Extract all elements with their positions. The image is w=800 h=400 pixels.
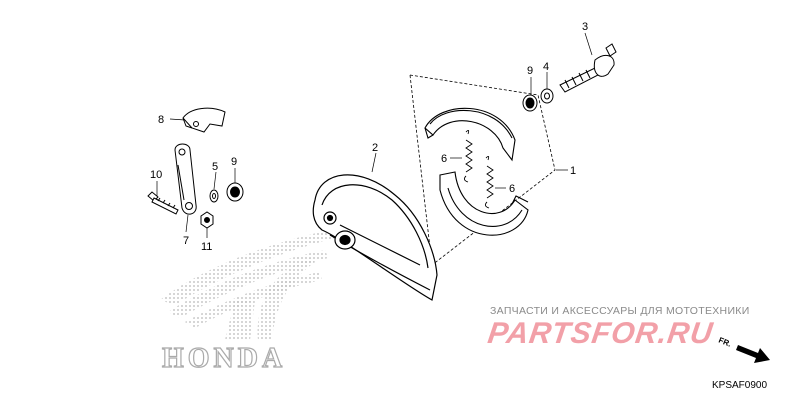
callout-1: 1 — [570, 165, 576, 177]
callout-6-upper: 6 — [441, 153, 447, 165]
callout-3: 3 — [582, 21, 588, 33]
brake-cam — [559, 43, 617, 93]
fr-label: FR. — [717, 336, 732, 349]
bolt — [147, 191, 179, 215]
rod-bracket — [182, 107, 226, 133]
shoe-spring-right — [484, 155, 494, 209]
callout-9-lower: 9 — [231, 156, 237, 168]
bearing-upper — [522, 94, 538, 112]
bearing-lower — [226, 182, 244, 202]
callout-4: 4 — [543, 61, 549, 73]
callout-7: 7 — [183, 235, 189, 247]
brake-shoe-lower — [439, 171, 529, 236]
washer-lower — [209, 189, 219, 203]
callout-10: 10 — [150, 169, 162, 181]
callout-8: 8 — [158, 114, 164, 126]
callout-5: 5 — [212, 161, 218, 173]
brake-shoe-upper — [424, 107, 516, 162]
callout-11: 11 — [201, 241, 212, 253]
assembly-bracket — [409, 74, 556, 266]
front-arrow-icon — [736, 345, 770, 363]
felt-seal-upper — [540, 88, 554, 104]
watermark-brand: PARTSFOR.RU — [485, 317, 716, 350]
watermark-subtitle: ЗАПЧАСТИ И АКСЕССУАРЫ ДЛЯ МОТОТЕХНИКИ — [490, 305, 750, 317]
honda-wordmark: HONDA — [162, 343, 286, 374]
shoe-spring-left — [463, 129, 473, 183]
honda-wing-logo: HONDA — [160, 230, 335, 375]
brake-panel — [312, 174, 438, 301]
brake-arm — [174, 143, 197, 215]
front-direction-marker: FR. — [717, 336, 770, 363]
nut — [200, 211, 214, 229]
callout-6-lower: 6 — [509, 183, 515, 195]
leader-lines — [156, 32, 593, 238]
callout-2: 2 — [372, 142, 378, 154]
diagram-code: KPSAF0900 — [712, 380, 768, 391]
callout-9-upper: 9 — [527, 65, 533, 77]
